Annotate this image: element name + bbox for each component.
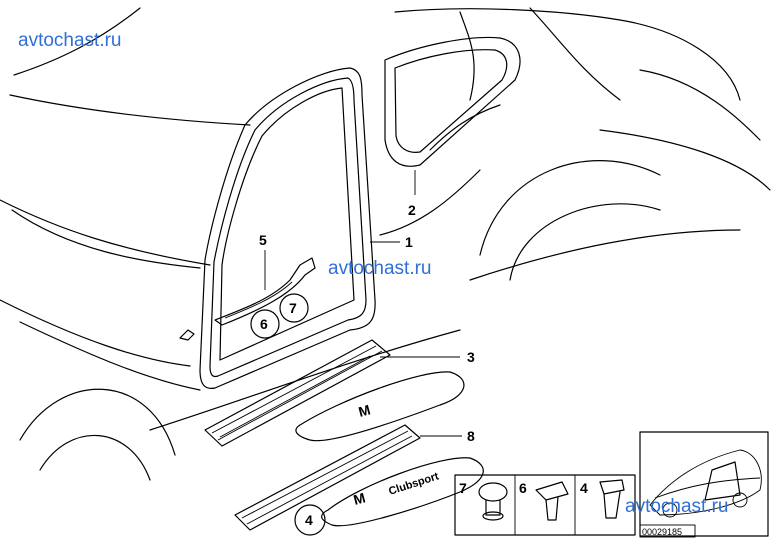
clip-nut-icon xyxy=(599,479,625,495)
leader-lines xyxy=(264,170,462,437)
callout-5: 5 xyxy=(259,232,267,248)
push-rivet-icon xyxy=(478,482,508,502)
callout-2: 2 xyxy=(408,202,416,218)
badge-plate-top: M xyxy=(295,371,465,442)
fastener-label-6: 6 xyxy=(519,480,527,496)
watermark: avtochast.ru xyxy=(18,30,122,51)
callout-7: 7 xyxy=(289,300,297,316)
thumbnail-car xyxy=(639,431,769,537)
badge-text-top: M xyxy=(357,401,372,419)
cable-strip xyxy=(214,257,316,326)
door-seal xyxy=(199,67,376,390)
callout-3: 3 xyxy=(467,349,475,365)
fasteners-panel: 7 6 4 xyxy=(454,474,636,536)
badge-text-clubsport: Clubsport xyxy=(387,470,440,498)
callout-4: 4 xyxy=(305,512,313,528)
car-body-outline xyxy=(0,7,771,481)
callout-8: 8 xyxy=(467,428,475,444)
callout-6: 6 xyxy=(260,316,268,332)
watermark: avtochast.ru xyxy=(625,496,729,517)
callouts: 1 2 3 5 8 6 7 4 xyxy=(250,202,475,536)
quarter-window-seal xyxy=(384,36,521,167)
watermark: avtochast.ru xyxy=(328,258,432,279)
badge-text-bottom: M xyxy=(352,489,367,507)
callout-1: 1 xyxy=(405,234,413,250)
sill-plate-top xyxy=(204,339,391,447)
clip-icon xyxy=(535,481,569,501)
diagram-number: 00029185 xyxy=(642,527,682,537)
fastener-label-4: 4 xyxy=(580,480,588,496)
sill-plate-bottom xyxy=(234,424,421,531)
fastener-label-7: 7 xyxy=(459,480,467,496)
